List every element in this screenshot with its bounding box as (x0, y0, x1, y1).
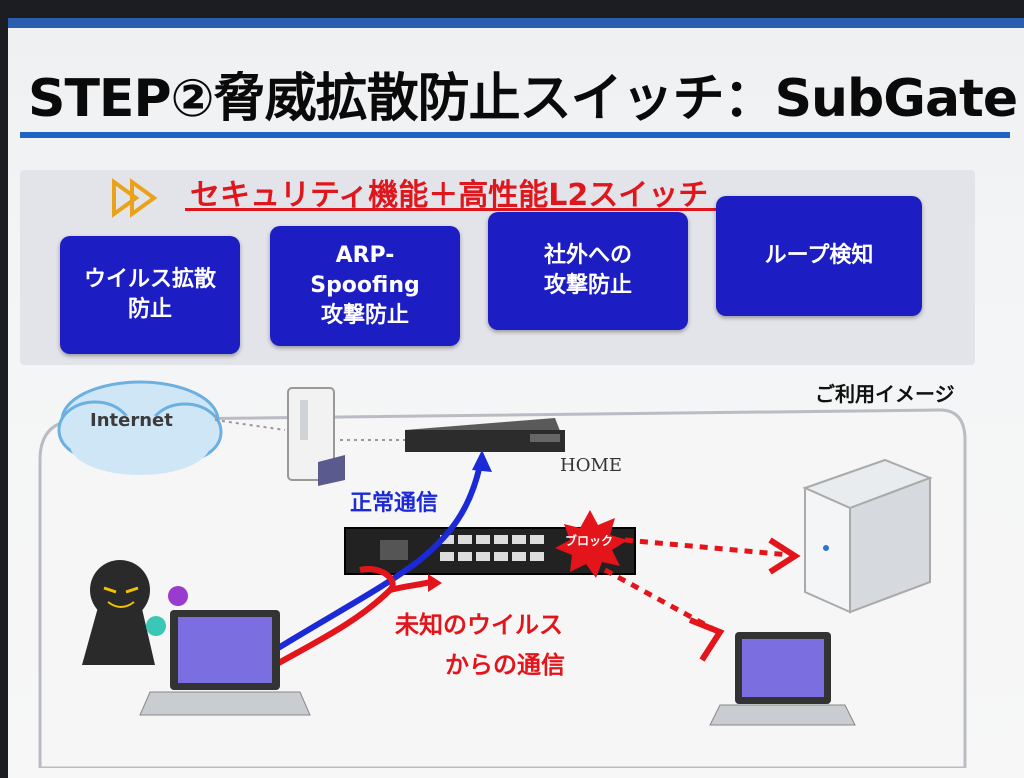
attacker-laptop-icon (139, 610, 311, 716)
blocked-path-to-laptop (603, 567, 717, 633)
victim-laptop-icon (709, 632, 856, 726)
normal-traffic-path (273, 464, 483, 653)
virus-traffic-label-line2: からの通信 (445, 651, 565, 679)
usage-image-label: ご利用イメージ (815, 382, 955, 406)
virus-icon (146, 616, 166, 636)
attacker-icon (82, 560, 155, 665)
virus-traffic-label: 未知のウイルス (395, 611, 563, 639)
home-logo-text: HOME (560, 455, 623, 476)
slide-top-bar (8, 18, 1024, 28)
feature-loop-detection: ループ検知 (716, 196, 922, 316)
block-label: ブロック (565, 534, 614, 548)
server-icon (802, 458, 933, 614)
feature-virus-spread-prevention: ウイルス拡散 防止 (60, 236, 240, 354)
slide-subtitle: セキュリティ機能＋高性能L2スイッチ (190, 178, 709, 213)
router-icon (287, 387, 345, 486)
internet-label: Internet (90, 410, 173, 431)
blocked-path-to-server (624, 537, 791, 558)
block-burst-icon (555, 510, 628, 578)
normal-traffic-label: 正常通信 (350, 491, 439, 516)
title-underline (20, 132, 1010, 138)
virus-traffic-path (273, 566, 396, 668)
internet-link-line (214, 419, 286, 431)
gateway-switch-icon (405, 418, 565, 452)
virus-icon (168, 586, 188, 606)
slide-title: STEP②脅威拡散防止スイッチ：SubGate (28, 69, 1018, 129)
feature-external-attack-prevention: 社外への 攻撃防止 (488, 212, 688, 330)
play-arrows-icon (112, 178, 158, 218)
cloud-icon (57, 380, 223, 475)
normal-traffic-arrowhead (472, 450, 492, 472)
subtitle-underline (185, 208, 760, 211)
feature-arp-spoofing-prevention: ARP- Spoofing 攻撃防止 (270, 226, 460, 346)
